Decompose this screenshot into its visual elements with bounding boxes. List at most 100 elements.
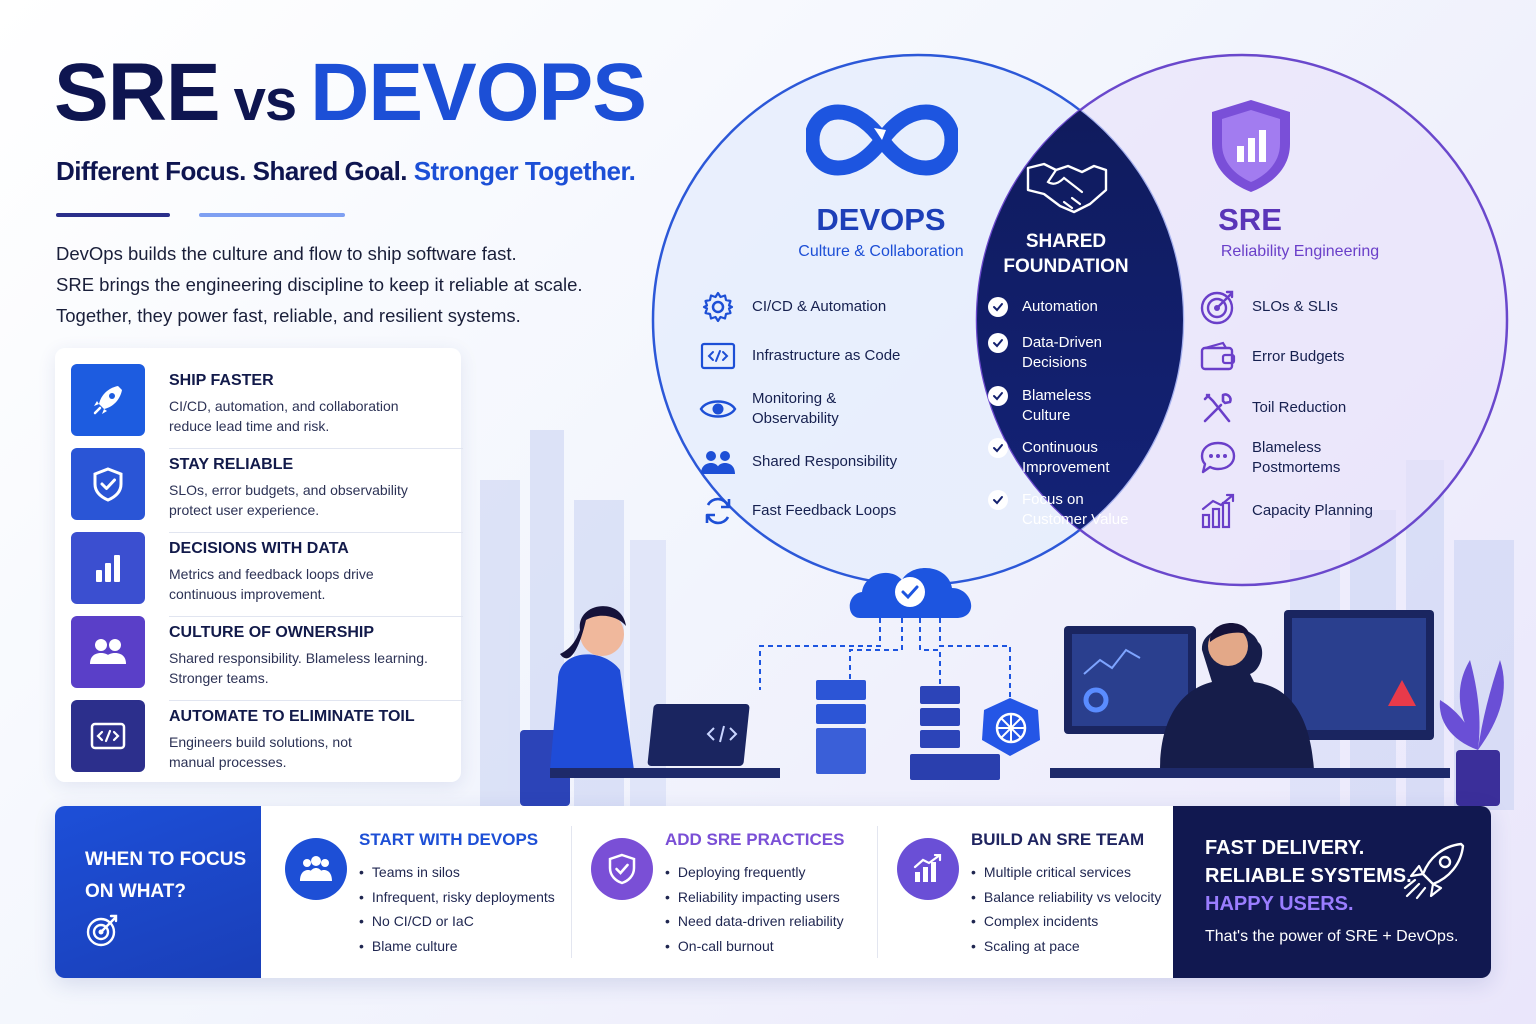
rocket-icon bbox=[1403, 842, 1465, 900]
growth-chart-icon bbox=[897, 838, 959, 900]
shared-item-line: Focus on bbox=[1022, 491, 1084, 508]
subtitle-main: Different Focus. Shared Goal. bbox=[56, 156, 408, 186]
benefit-item: STAY RELIABLE SLOs, error budgets, and o… bbox=[71, 448, 463, 533]
stage-title: START WITH DEVOPS bbox=[359, 830, 539, 849]
benefit-desc-line: CI/CD, automation, and collaboration bbox=[169, 398, 399, 414]
shared-item: Focus on Customer Value bbox=[988, 490, 1128, 530]
item-label: CI/CD & Automation bbox=[752, 298, 887, 315]
benefit-item: DECISIONS WITH DATA Metrics and feedback… bbox=[71, 532, 463, 617]
benefit-desc-line: SLOs, error budgets, and observability bbox=[169, 482, 408, 498]
infinity-icon bbox=[806, 104, 958, 176]
benefit-desc: SLOs, error budgets, and observability pr… bbox=[169, 480, 408, 520]
closing-line: FAST DELIVERY. bbox=[1205, 837, 1365, 859]
subtitle: Different Focus. Shared Goal. Stronger T… bbox=[56, 156, 636, 187]
list-item: Scaling at pace bbox=[971, 934, 1161, 959]
target-icon bbox=[86, 914, 118, 947]
item-label-line: Blameless bbox=[1252, 439, 1322, 456]
devops-subtitle: Culture & Collaboration bbox=[798, 243, 964, 260]
intro-text: DevOps builds the culture and flow to sh… bbox=[56, 238, 583, 331]
shared-item-line: Continuous bbox=[1022, 439, 1098, 456]
refresh-icon bbox=[698, 491, 738, 531]
benefit-item: SHIP FASTER CI/CD, automation, and colla… bbox=[71, 364, 463, 449]
divider bbox=[56, 213, 170, 217]
item-label: Fast Feedback Loops bbox=[752, 502, 897, 519]
devops-item: Shared Responsibility bbox=[698, 442, 897, 482]
item-label-line: Postmortems bbox=[1252, 459, 1341, 476]
separator bbox=[571, 826, 572, 958]
benefit-title: DECISIONS WITH DATA bbox=[169, 540, 349, 557]
list-item: No CI/CD or IaC bbox=[359, 909, 555, 934]
item-label: Capacity Planning bbox=[1252, 502, 1373, 519]
question-line: ON WHAT? bbox=[85, 881, 186, 902]
list-item: Deploying frequently bbox=[665, 860, 844, 885]
shared-lens bbox=[977, 55, 1183, 585]
shield-chart-icon bbox=[1212, 100, 1290, 192]
separator bbox=[169, 616, 463, 617]
wallet-icon bbox=[1198, 337, 1238, 377]
item-label: Toil Reduction bbox=[1252, 399, 1347, 416]
stage-list: Teams in silos Infrequent, risky deploym… bbox=[359, 860, 555, 958]
list-item: On-call burnout bbox=[665, 934, 844, 959]
benefit-item: CULTURE OF OWNERSHIP Shared responsibili… bbox=[71, 616, 463, 701]
stage-list: Deploying frequently Reliability impacti… bbox=[665, 860, 844, 958]
intro-line: SRE brings the engineering discipline to… bbox=[56, 274, 583, 295]
stage-list: Multiple critical services Balance relia… bbox=[971, 860, 1161, 958]
shared-item-line: Decisions bbox=[1022, 354, 1088, 371]
benefit-desc-line: protect user experience. bbox=[169, 502, 320, 518]
check-icon bbox=[988, 490, 1008, 510]
benefit-title: SHIP FASTER bbox=[169, 372, 274, 389]
list-item: Teams in silos bbox=[359, 860, 555, 885]
closing-statement: FAST DELIVERY. RELIABLE SYSTEMS. HAPPY U… bbox=[1205, 834, 1412, 918]
benefit-item: AUTOMATE TO ELIMINATE TOIL Engineers bui… bbox=[71, 700, 443, 784]
focus-band: WHEN TO FOCUS ON WHAT? START WITH DEVOPS… bbox=[55, 806, 1491, 978]
bar-chart-icon bbox=[71, 532, 145, 604]
separator bbox=[169, 532, 463, 533]
sre-title: SRE bbox=[1218, 202, 1282, 237]
title-devops: DEVOPS bbox=[310, 47, 647, 138]
list-item: Blame culture bbox=[359, 934, 555, 959]
stage-title: BUILD AN SRE TEAM bbox=[971, 830, 1145, 849]
divider bbox=[199, 213, 345, 217]
check-icon bbox=[988, 297, 1008, 317]
closing-line: HAPPY USERS. bbox=[1205, 893, 1354, 915]
shared-item-line: Customer Value bbox=[1022, 511, 1129, 528]
check-icon bbox=[988, 333, 1008, 353]
tools-icon bbox=[1198, 388, 1238, 428]
benefits-card: SHIP FASTER CI/CD, automation, and colla… bbox=[55, 348, 463, 784]
closing-panel: FAST DELIVERY. RELIABLE SYSTEMS. HAPPY U… bbox=[1173, 806, 1491, 978]
team-icon bbox=[71, 616, 145, 688]
item-label-line: Monitoring & bbox=[752, 390, 837, 407]
sre-person-illustration bbox=[1050, 610, 1450, 778]
sre-item: Error Budgets bbox=[1198, 337, 1345, 377]
stage-build-sre-team: BUILD AN SRE TEAM Multiple critical serv… bbox=[873, 806, 1173, 978]
kubernetes-icon bbox=[982, 698, 1040, 756]
benefit-desc-line: manual processes. bbox=[169, 754, 287, 770]
venn-diagram bbox=[651, 53, 1509, 587]
growth-chart-icon bbox=[1198, 491, 1238, 531]
code-icon bbox=[71, 700, 145, 772]
developer-person-illustration bbox=[520, 606, 780, 806]
rocket-icon bbox=[71, 364, 145, 436]
closing-line: RELIABLE SYSTEMS. bbox=[1205, 865, 1412, 887]
server-rack-icon bbox=[816, 680, 1000, 780]
target-icon bbox=[1198, 287, 1238, 327]
list-item: Multiple critical services bbox=[971, 860, 1161, 885]
separator bbox=[877, 826, 878, 958]
stage-add-sre: ADD SRE PRACTICES Deploying frequently R… bbox=[567, 806, 873, 978]
shared-item-label: Automation bbox=[1022, 298, 1098, 315]
focus-question-panel: WHEN TO FOCUS ON WHAT? bbox=[55, 806, 261, 978]
shield-check-icon bbox=[591, 838, 653, 900]
devops-item: Monitoring &Observability bbox=[698, 389, 839, 429]
devops-item: CI/CD & Automation bbox=[698, 287, 886, 327]
intro-line: Together, they power fast, reliable, and… bbox=[56, 305, 521, 326]
shared-title: SHARED FOUNDATION bbox=[966, 229, 1166, 279]
benefit-desc: Shared responsibility. Blameless learnin… bbox=[169, 648, 428, 688]
